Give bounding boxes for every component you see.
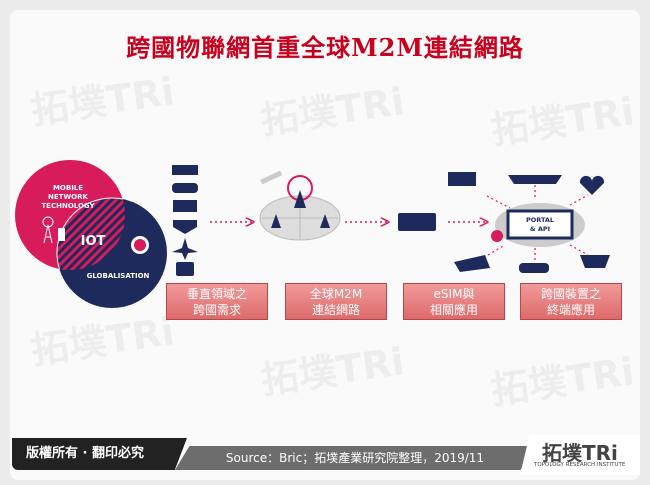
venn-center-label: IOT (81, 234, 106, 249)
bus-icon (176, 262, 194, 276)
box-esim: eSIM與相關應用 (403, 283, 505, 320)
satellite-icon (260, 170, 283, 185)
network-icon (172, 183, 198, 193)
shield-icon (173, 220, 197, 234)
copyright-text: 版權所有 · 翻印必究 (12, 438, 187, 470)
phone-icon (58, 228, 65, 241)
source-text: Source：Bric；拓墣產業研究院整理，2019/11 (175, 446, 535, 470)
svg-text:PORTAL: PORTAL (526, 216, 554, 224)
medical-icon (173, 200, 197, 212)
connectors (486, 185, 589, 262)
factory-icon (172, 165, 198, 175)
crane-icon (448, 172, 476, 186)
jet-icon (172, 238, 198, 260)
ship-icon (508, 175, 562, 184)
vertical-icons (172, 165, 198, 276)
page-title: 跨國物聯網首重全球M2M連結網路 (126, 33, 524, 62)
payment-icon (454, 255, 490, 272)
globe-network-icon (259, 170, 341, 241)
portal-api-icon: PORTAL & API (491, 203, 585, 247)
tower-icon (42, 216, 54, 244)
sim-card-icon (398, 213, 436, 231)
tri-logo: 拓墣TRi TOPOLOGY RESEARCH INSTITUTE (520, 435, 640, 475)
heart-icon (579, 175, 605, 195)
box-vertical-demand: 垂直領域之跨國需求 (166, 283, 268, 320)
car-icon (519, 263, 549, 273)
cart-icon (580, 255, 610, 268)
svg-text:& API: & API (530, 225, 550, 233)
venn-bottom-label: GLOBALISATION (87, 272, 150, 280)
gear-icon (491, 230, 503, 242)
box-devices: 跨國裝置之終端應用 (520, 283, 622, 320)
